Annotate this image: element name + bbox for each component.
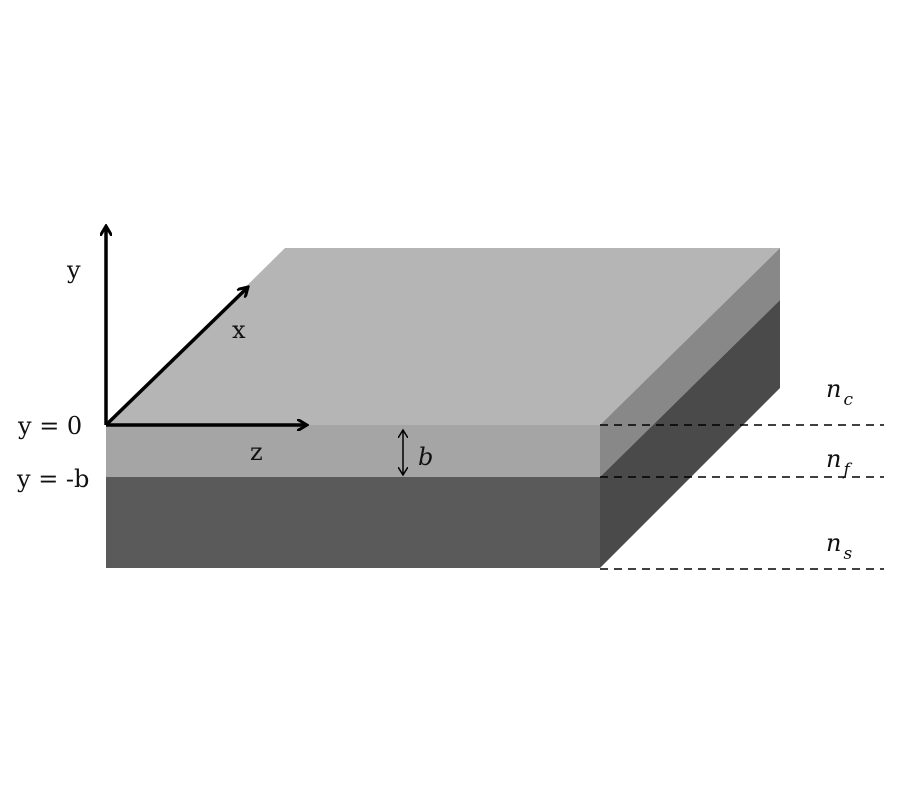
top-face xyxy=(106,248,780,425)
film-side-face xyxy=(600,248,780,477)
z-axis-label: z xyxy=(250,438,263,466)
x-axis-label: x xyxy=(232,316,246,344)
substrate-side-face xyxy=(600,300,780,568)
y-axis-label: y xyxy=(66,256,81,284)
y-zero-label: y = 0 xyxy=(17,412,82,440)
thickness-label: b xyxy=(418,443,433,471)
film-front-face xyxy=(106,425,600,477)
substrate-front-face xyxy=(106,477,600,568)
x-axis-arrow xyxy=(104,287,248,427)
interface-lines xyxy=(600,424,884,570)
y-minus-b-label: y = -b xyxy=(16,465,89,493)
